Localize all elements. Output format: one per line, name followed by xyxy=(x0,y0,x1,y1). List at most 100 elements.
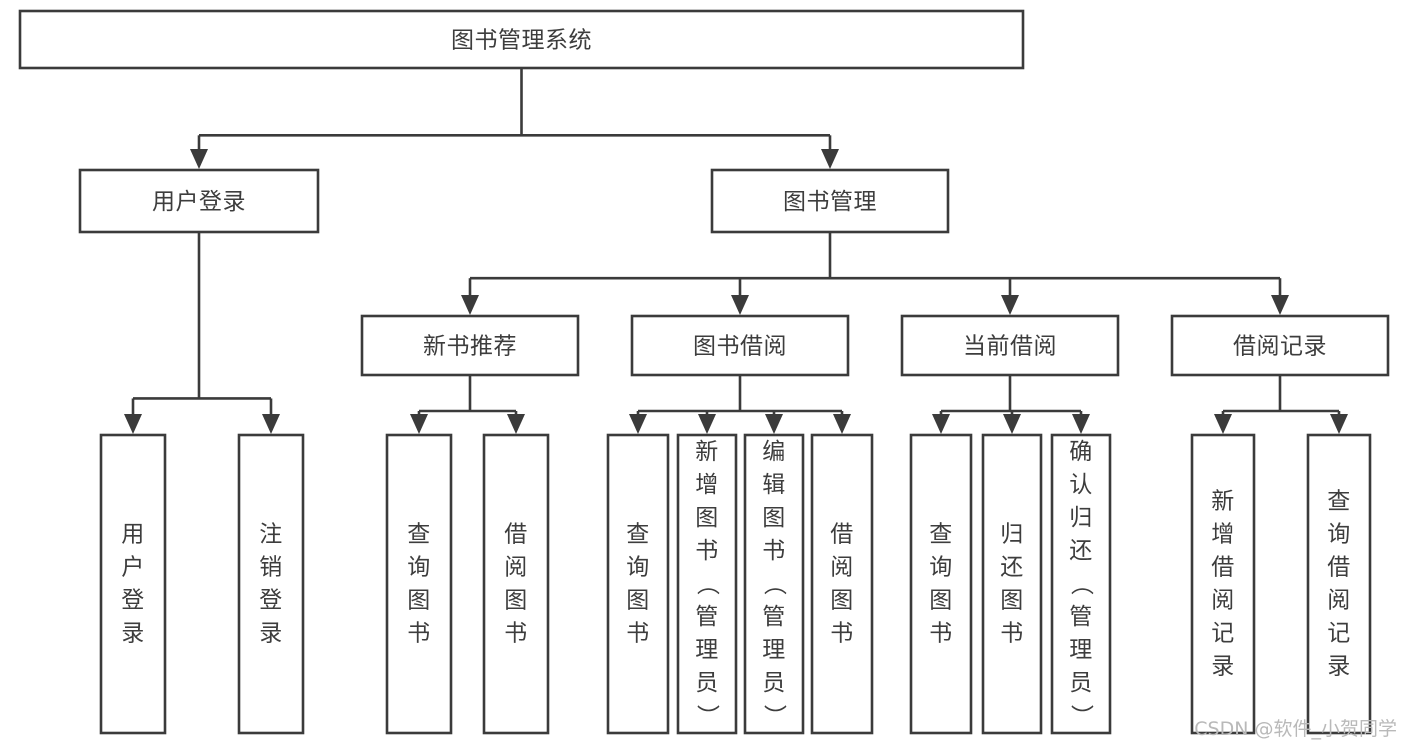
node-label-char: 管 xyxy=(1069,604,1093,630)
arrow-head xyxy=(698,414,716,434)
node-label-char: 还 xyxy=(1069,538,1093,564)
node-label-char: 新 xyxy=(1211,489,1235,515)
node-label: 图书借阅 xyxy=(693,334,787,360)
node-label: 借阅记录 xyxy=(1233,334,1327,360)
node-label-char: 员 xyxy=(762,670,786,696)
node-label-char: 书 xyxy=(626,621,650,647)
arrow-head xyxy=(1001,295,1019,315)
node-box xyxy=(981,433,1043,735)
node-label-char: 销 xyxy=(259,555,283,581)
node-label-char: 书 xyxy=(762,538,786,564)
node-box xyxy=(1306,433,1372,735)
arrow-head xyxy=(461,295,479,315)
arrow-head xyxy=(932,414,950,434)
watermark-label: CSDN @软件_小贺同学 xyxy=(1194,718,1397,740)
node-label-char: 注 xyxy=(259,522,283,548)
node-label: 当前借阅 xyxy=(963,334,1057,360)
node-label-char: 用 xyxy=(121,522,145,548)
node-label-char: 图 xyxy=(695,505,719,531)
node-label-char: 录 xyxy=(259,621,283,647)
node-label-char: 理 xyxy=(1069,637,1093,663)
node-layer: 图书管理系统用户登录图书管理新书推荐图书借阅当前借阅借阅记录用户登录注销登录查询… xyxy=(18,9,1390,735)
node-book_mgmt[interactable]: 图书管理 xyxy=(710,168,950,234)
node-label-char: 编 xyxy=(762,439,786,465)
arrow-head xyxy=(765,414,783,434)
node-box xyxy=(606,433,670,735)
node-label-char: 增 xyxy=(1211,522,1235,548)
node-label-char: 还 xyxy=(1000,555,1024,581)
node-label-char: 图 xyxy=(830,588,854,614)
node-label-char: 图 xyxy=(407,588,431,614)
node-label-char: 管 xyxy=(762,604,786,630)
node-label-char: 归 xyxy=(1069,505,1093,531)
node-label-char: 借 xyxy=(1327,555,1351,581)
arrow-head xyxy=(507,414,525,434)
node-label-char: 录 xyxy=(1327,654,1351,680)
node-label-char: 员 xyxy=(1069,670,1093,696)
node-label-char: 借 xyxy=(1211,555,1235,581)
node-box xyxy=(630,314,850,377)
node-label-char: 记 xyxy=(1211,621,1235,647)
node-book_borrow[interactable]: 图书借阅 xyxy=(630,314,850,377)
node-label-char: 图 xyxy=(626,588,650,614)
arrow-head xyxy=(262,414,280,434)
node-label-char: 登 xyxy=(121,588,145,614)
node-label-char: 询 xyxy=(1327,522,1351,548)
node-label-char: ） xyxy=(761,704,787,728)
node-root[interactable]: 图书管理系统 xyxy=(18,9,1025,70)
node-new_book_rec[interactable]: 新书推荐 xyxy=(360,314,580,377)
node-leaf_user_login[interactable]: 用户登录 xyxy=(99,433,167,735)
node-label-char: 辑 xyxy=(762,472,786,498)
node-label-char: 图 xyxy=(762,505,786,531)
arrow-head xyxy=(629,414,647,434)
node-label-char: 图 xyxy=(504,588,528,614)
node-box xyxy=(237,433,305,735)
node-label-char: 录 xyxy=(1211,654,1235,680)
arrow-head xyxy=(410,414,428,434)
node-label-char: 确 xyxy=(1069,439,1093,465)
node-box xyxy=(710,168,950,234)
node-box xyxy=(900,314,1120,377)
node-label-char: 询 xyxy=(407,555,431,581)
node-label-char: 查 xyxy=(626,522,650,548)
node-current_borrow[interactable]: 当前借阅 xyxy=(900,314,1120,377)
node-label-char: 图 xyxy=(929,588,953,614)
node-box xyxy=(18,9,1025,70)
connector-layer xyxy=(124,68,1348,434)
node-label-char: 借 xyxy=(830,522,854,548)
arrow-head xyxy=(1072,414,1090,434)
node-label-char: 书 xyxy=(407,621,431,647)
arrow-head xyxy=(190,149,208,169)
node-label-char: （ xyxy=(694,572,720,596)
node-user_login[interactable]: 用户登录 xyxy=(78,168,320,234)
arrow-head xyxy=(731,295,749,315)
node-box xyxy=(482,433,550,735)
node-label-char: 询 xyxy=(929,555,953,581)
node-box xyxy=(1050,433,1112,735)
node-label-char: 书 xyxy=(830,621,854,647)
node-label-char: 记 xyxy=(1327,621,1351,647)
arrow-head xyxy=(1003,414,1021,434)
node-label-char: ） xyxy=(1068,704,1094,728)
node-label-char: 查 xyxy=(929,522,953,548)
node-box xyxy=(1190,433,1256,735)
node-borrow_record[interactable]: 借阅记录 xyxy=(1170,314,1390,377)
node-label-char: 询 xyxy=(626,555,650,581)
node-label-char: 录 xyxy=(121,621,145,647)
node-label-char: 阅 xyxy=(1211,588,1235,614)
node-box xyxy=(743,433,805,735)
